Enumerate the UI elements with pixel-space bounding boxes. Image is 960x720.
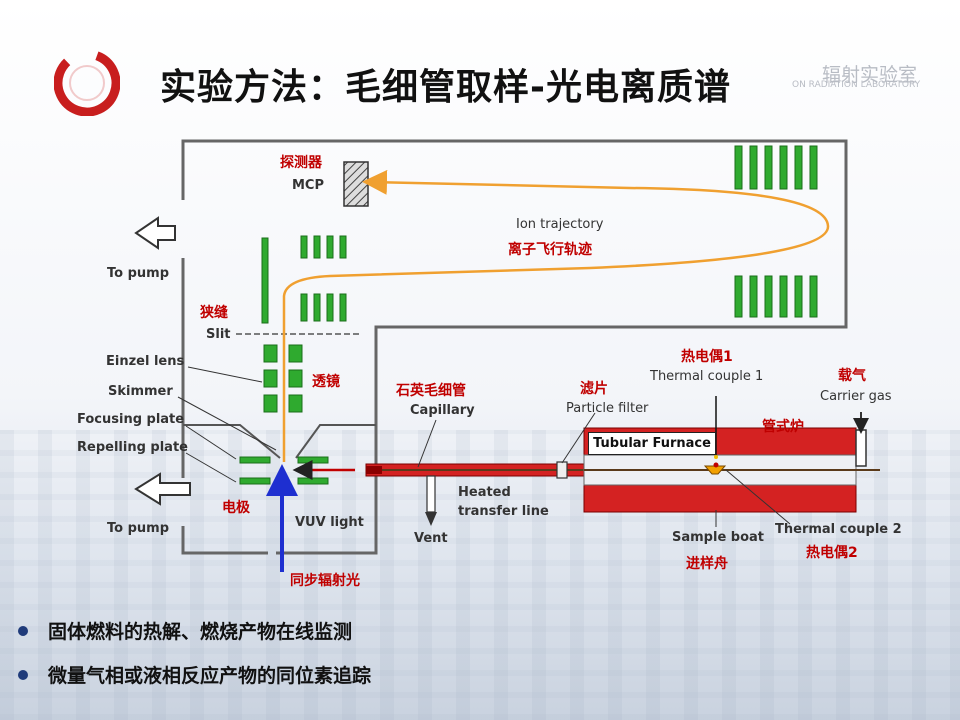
bullet-item-1: 固体燃料的热解、燃烧产物在线监测 (18, 617, 352, 644)
leader-lines (177, 366, 791, 527)
repelling-plate-label: Repelling plate (77, 440, 188, 455)
slit-label-cn: 狭缝 (200, 305, 228, 321)
capillary-label-en: Capillary (410, 403, 475, 418)
pump-arrow-bottom (134, 472, 191, 506)
bullet-item-2: 微量气相或液相反应产物的同位素追踪 (18, 661, 371, 688)
detector-label-cn: 探测器 (280, 155, 322, 171)
capillary-label-cn: 石英毛细管 (396, 383, 466, 399)
einzel-lens-label: Einzel lens (106, 354, 185, 369)
trajectory-label-en: Ion trajectory (516, 217, 604, 232)
tubular-furnace-lower (583, 484, 857, 513)
page-title: 实验方法：毛细管取样-光电离质谱 (160, 67, 731, 108)
lab-logo (54, 50, 120, 116)
ion-trajectory (282, 169, 830, 462)
furnace-label-en: Tubular Furnace (588, 432, 716, 455)
einzel-lens (263, 344, 303, 413)
tc1-label-en: Thermal couple 1 (650, 369, 764, 384)
carrier-gas-label-cn: 载气 (838, 368, 866, 384)
ionization-electrodes (239, 456, 329, 485)
acceleration-plates (261, 235, 347, 324)
heated-line-label-1: Heated (458, 485, 511, 500)
pump-arrow-top (134, 216, 176, 250)
lens-label-cn: 透镜 (312, 374, 340, 390)
pump-label-top: To pump (107, 266, 170, 281)
filter-label-en: Particle filter (566, 401, 649, 416)
vent-label: Vent (414, 531, 448, 546)
skimmer (183, 424, 376, 459)
tc1-label-cn: 热电偶1 (681, 349, 733, 365)
carrier-gas-inlet (853, 412, 869, 467)
tc2-label-cn: 热电偶2 (806, 545, 858, 561)
reflectron-upper-plates (734, 145, 818, 190)
trajectory-label-cn: 离子飞行轨迹 (508, 242, 592, 258)
filter-label-cn: 滤片 (580, 381, 608, 397)
mcp-detector (343, 161, 369, 207)
heated-line-label-2: transfer line (458, 504, 549, 519)
vacuum-chamber-outline (181, 139, 848, 555)
electrode-label-cn: 电极 (222, 500, 250, 516)
bullet-text: 固体燃料的热解、燃烧产物在线监测 (48, 621, 353, 643)
skimmer-label: Skimmer (108, 384, 173, 399)
reflectron-lower-plates (734, 275, 818, 318)
vent-line (425, 475, 437, 526)
bullet-dot-icon (18, 669, 28, 680)
pump-label-bottom: To pump (107, 521, 170, 536)
focusing-plate-label: Focusing plate (77, 412, 185, 427)
synchrotron-label-cn: 同步辐射光 (290, 573, 360, 589)
bullet-text: 微量气相或液相反应产物的同位素追踪 (48, 665, 372, 687)
carrier-gas-label-en: Carrier gas (820, 389, 892, 404)
lab-name-watermark: 辐射实验室 (822, 64, 918, 86)
lab-name-en-watermark: ON RADIATION LABORATORY (792, 80, 921, 90)
detector-label-en: MCP (292, 178, 325, 193)
furnace-label-cn: 管式炉 (762, 419, 804, 435)
tc2-label-en: Thermal couple 2 (775, 522, 902, 537)
slit-label-en: Slit (206, 327, 231, 342)
vuv-light-label: VUV light (295, 515, 364, 530)
particle-filter (556, 461, 568, 479)
sample-boat-label-en: Sample boat (672, 530, 765, 545)
sample-boat (703, 462, 727, 475)
sample-boat-label-cn: 进样舟 (686, 556, 728, 572)
bullet-dot-icon (18, 625, 28, 636)
